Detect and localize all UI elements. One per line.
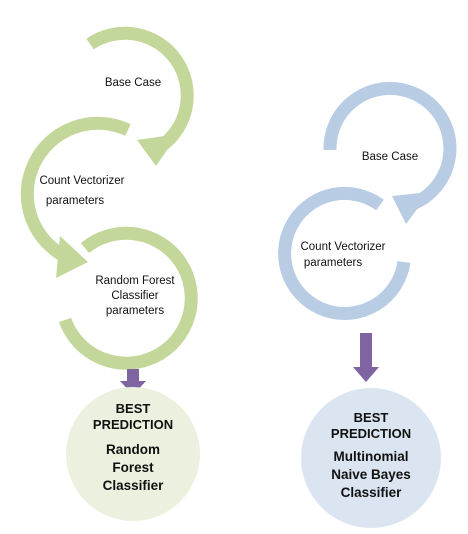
right-step-count-vectorizer: Count Vectorizer — [300, 241, 386, 253]
left-step-random-forest-params: parameters — [105, 305, 165, 317]
right-ring-base-case — [323, 81, 457, 212]
right-down-arrow-head — [353, 367, 379, 382]
right-step-base-case: Base Case — [361, 151, 419, 163]
left-step-random-forest-classifier: Classifier — [111, 290, 159, 302]
left-step-random-forest: Random Forest — [95, 275, 175, 287]
right-result-heading-1: BEST — [353, 410, 389, 425]
left-step-base-case: Base Case — [104, 77, 162, 89]
left-step-count-vectorizer: Count Vectorizer — [39, 175, 125, 187]
left-step-count-vectorizer-params: parameters — [45, 195, 105, 207]
right-result-line-3: Classifier — [340, 485, 402, 500]
right-result-heading-2: PREDICTION — [330, 426, 412, 441]
left-result-text: BEST PREDICTION Random Forest Classifier — [73, 401, 193, 495]
left-ring-count-vectorizer — [20, 116, 131, 264]
right-result-line-2: Naive Bayes — [331, 467, 411, 482]
right-down-arrow-shaft — [360, 333, 372, 369]
right-step-count-vectorizer-params: parameters — [303, 257, 363, 269]
left-arrowhead-2 — [56, 236, 88, 278]
left-ring-base-case — [86, 26, 194, 153]
left-result-circle — [66, 387, 200, 521]
right-ring-count-vectorizer — [278, 186, 411, 320]
right-result-circle — [301, 388, 441, 528]
left-arrowhead-1 — [137, 134, 178, 166]
left-result-heading-1: BEST — [115, 401, 151, 416]
right-result-line-1: Multinomial — [333, 449, 409, 464]
right-arrowhead-1 — [392, 192, 430, 224]
left-ring-random-forest — [58, 226, 198, 370]
left-result-line-1: Random — [106, 442, 160, 457]
left-result-line-2: Forest — [112, 460, 154, 475]
left-result-line-3: Classifier — [102, 478, 164, 493]
left-down-arrow-shaft — [127, 369, 139, 383]
left-result-heading-2: PREDICTION — [92, 417, 174, 432]
right-result-text: BEST PREDICTION Multinomial Naive Bayes … — [306, 410, 436, 502]
